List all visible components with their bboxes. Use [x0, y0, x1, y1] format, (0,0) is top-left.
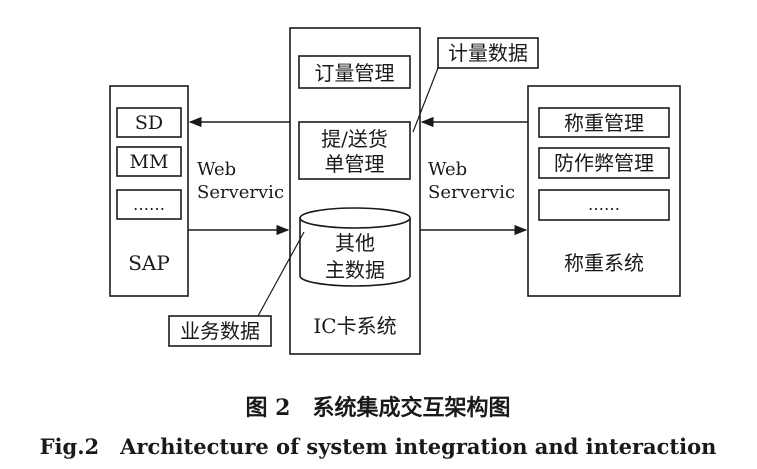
- weigh-module-more-label: ……: [588, 195, 620, 214]
- sap-module-sd: [116, 107, 182, 138]
- sap-module-mm-label: MM: [130, 151, 169, 173]
- sap-module-mm: [116, 146, 182, 177]
- weigh-module-anti-cheat-label: 防作弊管理: [554, 151, 654, 175]
- caption-english: Fig.2 Architecture of system integration…: [40, 434, 717, 459]
- caption-chinese: 图 2 系统集成交互架构图: [246, 395, 511, 421]
- sap-module-more-label: ……: [133, 195, 165, 214]
- callout-business-leader: [257, 231, 305, 317]
- callout-metering-data-label: 计量数据: [448, 41, 528, 65]
- ic-card-system-label: IC卡系统: [313, 314, 396, 338]
- weigh-module-weighing-management-label: 称重管理: [564, 111, 644, 135]
- weigh-module-anti-cheat: [538, 147, 670, 179]
- ic-box-delivery-line2: 单管理: [325, 152, 385, 176]
- weigh-module-more: [538, 189, 670, 221]
- master-data-database-icon: [299, 207, 411, 287]
- ic-box-delivery-line1: 提/送货: [321, 127, 388, 151]
- callout-business-data: [168, 315, 272, 347]
- right-service-label: Servervic: [428, 182, 515, 203]
- weighing-system-label: 称重系统: [564, 251, 644, 275]
- ic-box-order-management: [298, 55, 411, 89]
- ic-box-delivery-management: [298, 121, 411, 180]
- ic-box-order-management-label: 订量管理: [315, 61, 395, 85]
- weigh-module-weighing-management: [538, 107, 670, 138]
- sap-system-label: SAP: [128, 251, 170, 275]
- left-web-label: Web: [197, 159, 236, 180]
- callout-business-data-label: 业务数据: [180, 319, 260, 343]
- callout-metering-leader: [412, 67, 439, 133]
- database-label-line2: 主数据: [325, 258, 385, 282]
- sap-module-sd-label: SD: [135, 112, 163, 134]
- right-web-label: Web: [428, 159, 467, 180]
- sap-module-more: [116, 189, 182, 220]
- left-service-label: Servervic: [197, 182, 284, 203]
- database-label-line1: 其他: [335, 231, 375, 255]
- callout-metering-data: [437, 37, 539, 69]
